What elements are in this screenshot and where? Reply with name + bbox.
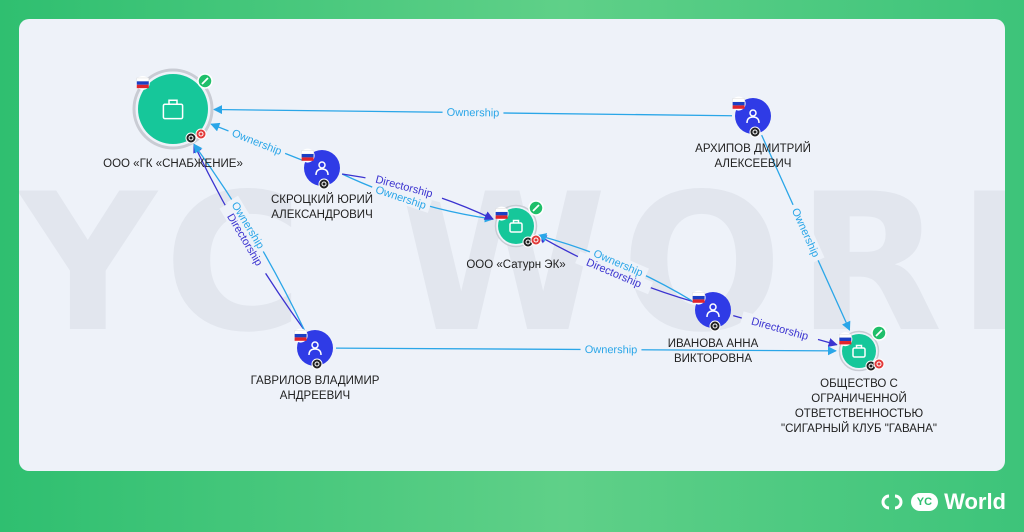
edge-label-ownership: Ownership	[580, 342, 642, 356]
brand-word: World	[944, 489, 1006, 514]
edge-label-ownership: Ownership	[226, 124, 288, 159]
node-label-line: ОБЩЕСТВО С	[820, 378, 898, 390]
node-label-line: АНДРЕЕВИЧ	[279, 390, 351, 402]
edge-label-ownership: Ownership	[442, 105, 504, 120]
edge-label-ownership: Ownership	[787, 201, 825, 263]
node-label-line: ИВАНОВА АННА	[667, 338, 759, 350]
relationship-graph[interactable]: OwnershipOwnershipOwnershipDirectorshipD…	[19, 19, 1005, 471]
russia-flag-icon	[691, 290, 706, 305]
node-saturn[interactable]	[494, 200, 544, 248]
node-label-line: СКРОЦКИЙ ЮРИЙ	[270, 194, 374, 206]
edit-icon[interactable]	[197, 73, 213, 89]
alert-badge-icon	[873, 358, 885, 370]
russia-flag-icon	[300, 148, 315, 163]
russia-flag-icon	[494, 206, 509, 221]
svg-text:Ownership: Ownership	[230, 127, 283, 158]
briefcase-icon	[852, 344, 866, 358]
node-label-skrotsky: СКРОЦКИЙ ЮРИЙ АЛЕКСАНДРОВИЧ	[271, 193, 373, 223]
court-badge-icon	[318, 178, 330, 190]
node-snab[interactable]	[132, 68, 214, 150]
svg-text:Directorship: Directorship	[750, 316, 810, 343]
node-label-line: ВИКТОРОВНА	[673, 353, 753, 365]
alert-badge-icon	[530, 234, 542, 246]
brand-yc: YC	[910, 493, 939, 511]
node-label-line: ООО «ГК «СНАБЖЕНИЕ»	[103, 158, 243, 170]
court-badge-icon	[311, 358, 323, 370]
court-badge-icon	[185, 132, 197, 144]
node-label-line: ООО «Сатурн ЭК»	[466, 259, 566, 271]
russia-flag-icon	[135, 75, 150, 90]
node-label-ivanova: ИВАНОВА АННА ВИКТОРОВНА	[668, 337, 759, 367]
svg-text:Ownership: Ownership	[789, 206, 822, 259]
court-badge-icon	[709, 320, 721, 332]
node-label-line: ГАВРИЛОВ ВЛАДИМИР	[250, 375, 380, 387]
node-label-line: ОГРАНИЧЕННОЙ	[811, 393, 907, 405]
node-label-line: "СИГАРНЫЙ КЛУБ "ГАВАНА"	[781, 423, 937, 435]
node-label-havana: ОБЩЕСТВО С ОГРАНИЧЕННОЙ ОТВЕТСТВЕННОСТЬЮ "С…	[781, 377, 937, 437]
node-label-line: ОТВЕТСТВЕННОСТЬЮ	[794, 408, 924, 420]
node-label-saturn: ООО «Сатурн ЭК»	[466, 258, 565, 273]
node-label-line: АЛЕКСАНДРОВИЧ	[271, 209, 373, 221]
brand-logo: YC World	[879, 488, 1006, 516]
graph-canvas[interactable]: YC WORLD OwnershipOwnershipOwnershipDire…	[19, 19, 1005, 471]
node-skrotsky[interactable]	[300, 148, 340, 190]
svg-text:Ownership: Ownership	[447, 107, 500, 120]
person-icon	[746, 109, 760, 124]
edit-icon[interactable]	[528, 200, 544, 216]
node-label-snab: ООО «ГК «СНАБЖЕНИЕ»	[103, 157, 243, 172]
svg-text:Ownership: Ownership	[585, 344, 638, 356]
node-havana[interactable]	[838, 325, 887, 372]
person-icon	[706, 303, 720, 318]
edit-icon[interactable]	[871, 325, 887, 341]
briefcase-icon	[162, 99, 184, 120]
court-badge-icon	[749, 126, 761, 138]
person-icon	[308, 341, 322, 356]
node-gavrilov[interactable]	[293, 328, 333, 370]
person-icon	[315, 161, 329, 176]
node-label-line: АРХИПОВ ДМИТРИЙ	[695, 143, 811, 155]
briefcase-icon	[509, 219, 523, 233]
russia-flag-icon	[838, 332, 853, 347]
russia-flag-icon	[293, 328, 308, 343]
node-label-gavrilov: ГАВРИЛОВ ВЛАДИМИР АНДРЕЕВИЧ	[251, 374, 380, 404]
link-icon	[881, 494, 903, 510]
node-ivanova[interactable]	[691, 290, 731, 332]
russia-flag-icon	[731, 96, 746, 111]
alert-badge-icon	[195, 128, 207, 140]
node-label-arkhipov: АРХИПОВ ДМИТРИЙ АЛЕКСЕЕВИЧ	[695, 142, 811, 172]
node-arkhipov[interactable]	[731, 96, 771, 138]
node-label-line: АЛЕКСЕЕВИЧ	[714, 158, 792, 170]
